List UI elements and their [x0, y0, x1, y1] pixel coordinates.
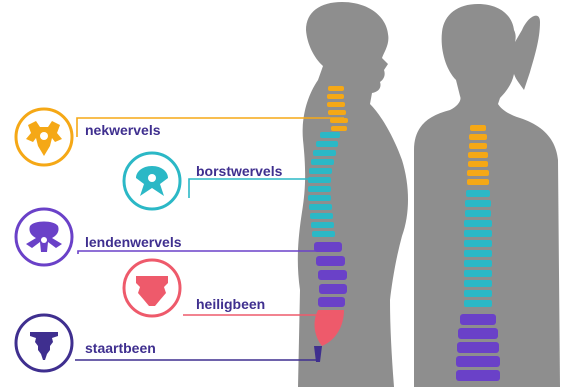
- label-lumbar: lendenwervels: [85, 234, 182, 250]
- label-thoracic: borstwervels: [196, 163, 282, 179]
- cervical-vertebra-icon: [16, 109, 72, 165]
- lumbar-vertebra-icon: [16, 209, 72, 265]
- coccyx-icon: [16, 315, 72, 371]
- connector-lumbar: [78, 251, 330, 254]
- label-sacrum: heiligbeen: [196, 296, 265, 312]
- front-lumbar-vertebrae: [456, 314, 500, 381]
- sacrum-icon: [124, 260, 180, 316]
- side-silhouette: [298, 2, 408, 387]
- connector-thoracic: [189, 179, 320, 198]
- thoracic-vertebra-icon: [124, 153, 180, 209]
- label-cervical: nekwervels: [85, 122, 161, 138]
- label-coccyx: staartbeen: [85, 340, 156, 356]
